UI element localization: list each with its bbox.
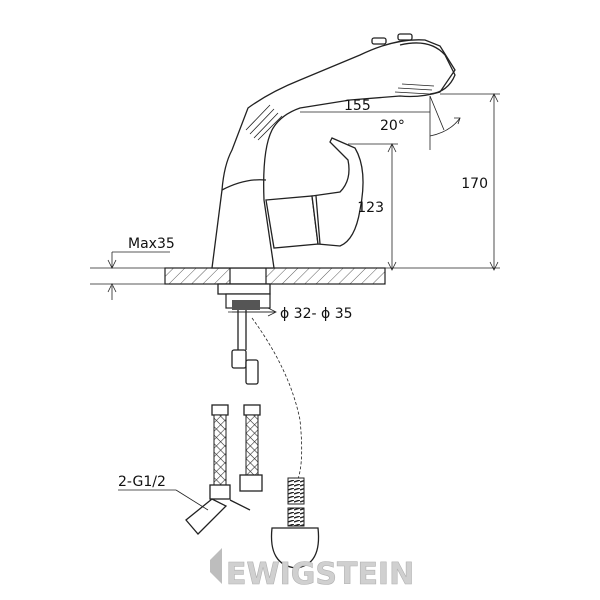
dimension-hole-diameter: ϕ 32- ϕ 35 — [280, 306, 353, 322]
supply-hoses — [185, 310, 320, 569]
lever-handle — [265, 137, 364, 249]
dimension-lines — [107, 93, 500, 511]
dimension-handle-height: 123 — [357, 200, 384, 216]
dimension-spout-angle: 20° — [380, 118, 405, 134]
brand-logo-text: EWIGSTEIN — [226, 557, 414, 592]
mounting-nut — [217, 283, 275, 313]
countertop-section — [90, 267, 500, 285]
brand-logo: EWIGSTEIN — [210, 548, 415, 592]
faucet-body — [211, 33, 456, 269]
dimension-max-deck: Max35 — [128, 236, 175, 252]
dimension-total-height: 170 — [461, 176, 488, 192]
dimension-connection-thread: 2-G1/2 — [118, 474, 166, 490]
dimension-spout-reach: 155 — [344, 98, 371, 114]
